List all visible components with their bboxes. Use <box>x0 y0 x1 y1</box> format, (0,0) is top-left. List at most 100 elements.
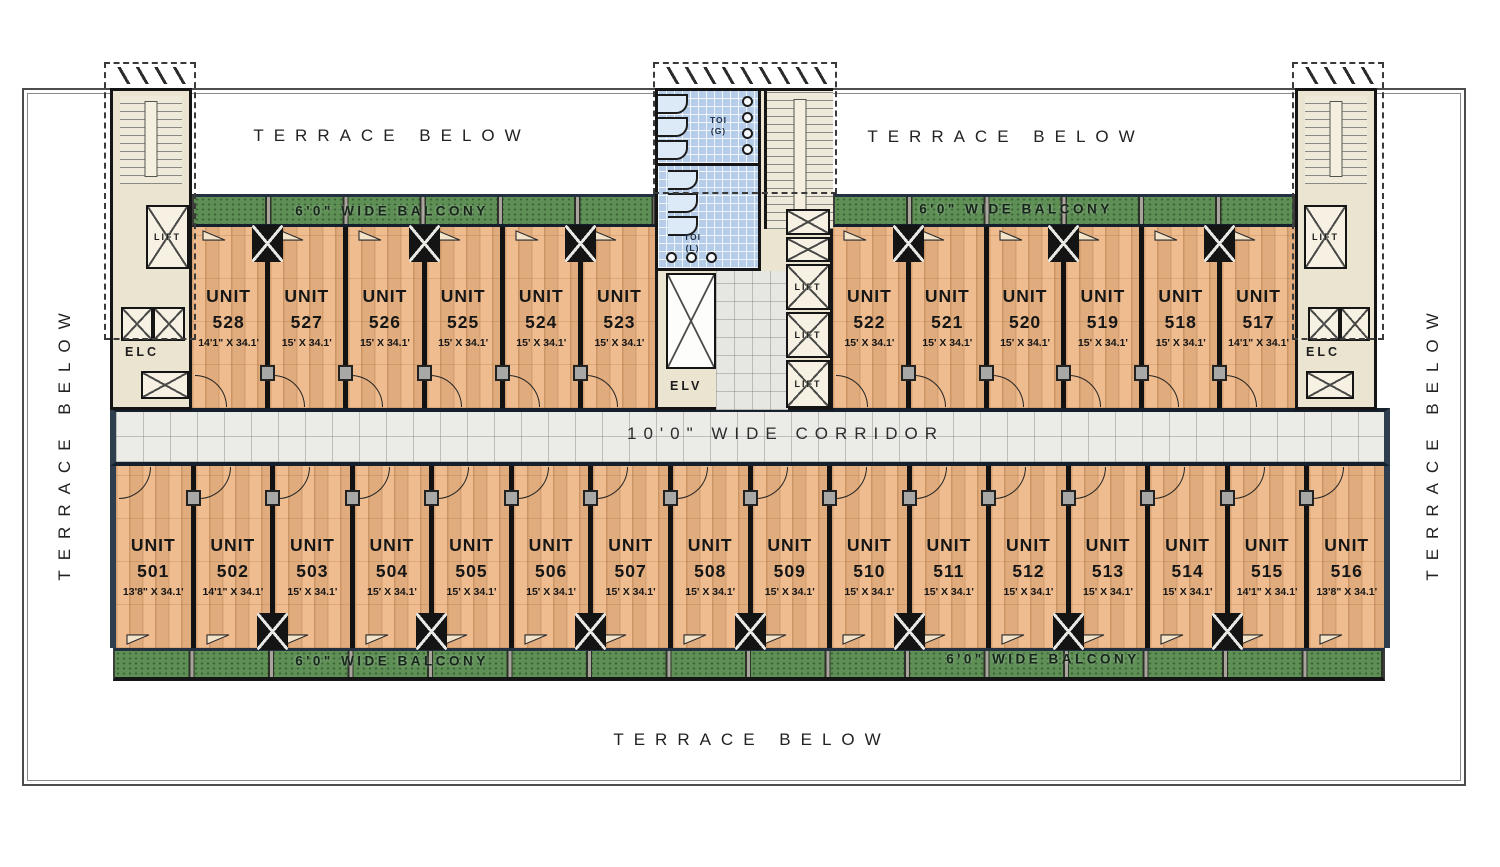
unit-label-block: UNIT 513 15' X 34.1' <box>1071 532 1146 600</box>
door-arc-icon <box>755 467 788 499</box>
unit-number: 518 <box>1164 312 1197 332</box>
unit-size: 15' X 34.1' <box>1162 586 1213 598</box>
duct-shaft-icon <box>1052 613 1084 650</box>
unit-cell: UNIT 528 14'1" X 34.1' <box>192 225 284 408</box>
unit-label: UNIT <box>1002 286 1048 306</box>
unit-number: 505 <box>455 561 488 581</box>
unit-label: UNIT <box>449 535 494 555</box>
unit-label-block: UNIT 515 14'1" X 34.1' <box>1230 532 1305 600</box>
unit-label-block: UNIT 521 15' X 34.1' <box>911 283 984 351</box>
wall-stud-icon <box>900 365 916 381</box>
unit-label-block: UNIT 501 13'8" X 34.1' <box>116 532 191 600</box>
washbasin-icon <box>686 252 697 263</box>
unit-label-block: UNIT 505 15' X 34.1' <box>434 532 509 600</box>
wall-stud-icon <box>416 365 432 381</box>
toilet-gents-label: TOI (G) <box>710 115 728 136</box>
unit-label-block: UNIT 507 15' X 34.1' <box>593 532 668 600</box>
unit-label: UNIT <box>1085 535 1131 555</box>
wall-stud-icon <box>901 490 917 506</box>
unit-number: 501 <box>137 561 170 581</box>
balcony-door-icon <box>1081 634 1104 645</box>
unit-size: 15' X 34.1' <box>1003 586 1054 598</box>
unit-cell: UNIT 524 15' X 34.1' <box>504 225 596 408</box>
unit-number: 503 <box>296 561 329 581</box>
unit-cell: UNIT 526 15' X 34.1' <box>348 225 440 408</box>
unit-cell: UNIT 506 15' X 34.1' <box>513 466 607 650</box>
wall-stud-icon <box>742 490 758 506</box>
elc-shaft-icon <box>121 307 153 341</box>
unit-label: UNIT <box>767 535 813 555</box>
unit-label: UNIT <box>289 535 335 555</box>
door-arc-icon <box>429 375 462 407</box>
stair-divider <box>144 101 158 177</box>
duct-shaft-icon <box>892 225 924 262</box>
unit-size: 15' X 34.1' <box>281 337 332 349</box>
balcony-door-icon <box>1160 634 1184 645</box>
terrace-label-top-right: TERRACE BELOW <box>867 127 1145 146</box>
unit-label: UNIT <box>1165 535 1210 555</box>
elc-label-left: ELC <box>125 345 159 359</box>
unit-label: UNIT <box>362 286 408 306</box>
unit-number: 527 <box>290 312 323 332</box>
door-arc-icon <box>273 375 306 407</box>
duct-shaft-icon <box>408 225 440 262</box>
terrace-label-bottom: TERRACE BELOW <box>613 730 891 749</box>
toilet-gents: TOI (G) <box>658 91 761 166</box>
wall-stud-icon <box>260 365 276 381</box>
duct-shaft-icon <box>252 225 284 262</box>
unit-number: 523 <box>603 312 636 332</box>
toilet-stall-icon <box>658 94 688 114</box>
unit-cell: UNIT 507 15' X 34.1' <box>593 466 678 648</box>
staircase-right <box>1305 96 1367 184</box>
wall-stud-icon <box>1134 365 1150 381</box>
unit-number: 520 <box>1008 312 1042 332</box>
unit-number: 525 <box>447 312 480 332</box>
unit-size: 15' X 34.1' <box>844 337 895 349</box>
service-shaft-icon <box>141 371 189 399</box>
stair-divider <box>1329 101 1343 177</box>
toilet-ladies: TOI (L) <box>658 166 761 271</box>
terrace-label-right: TERRACE BELOW <box>1423 303 1442 581</box>
toilet-stall-icon <box>668 193 698 213</box>
balcony-door-icon <box>762 634 786 645</box>
wall-stud-icon <box>1140 490 1156 506</box>
balcony-door-icon <box>280 230 304 241</box>
balcony-bottom <box>113 648 1385 681</box>
door-arc-icon <box>198 467 231 499</box>
lift-shaft-center-1: LIFT <box>786 264 830 310</box>
washbasin-icon <box>666 252 677 263</box>
balcony-door-icon <box>126 634 150 645</box>
unit-number: 511 <box>933 561 965 581</box>
washbasin-icon <box>706 252 717 263</box>
duct-shaft-icon <box>416 613 448 650</box>
unit-cell: UNIT 501 13'8" X 34.1' <box>116 466 201 648</box>
balcony-door-icon <box>206 634 229 645</box>
balcony-door-icon <box>603 634 627 645</box>
unit-number: 508 <box>694 561 727 581</box>
lift-shaft-right: LIFT <box>1304 205 1347 269</box>
unit-size: 15' X 34.1' <box>516 337 567 349</box>
door-arc-icon <box>278 467 311 499</box>
unit-size: 14'1" X 34.1' <box>198 337 259 349</box>
unit-label-block: UNIT 502 14'1" X 34.1' <box>196 532 271 600</box>
unit-label-block: UNIT 510 15' X 34.1' <box>832 532 907 600</box>
unit-label: UNIT <box>608 535 654 555</box>
washbasin-icon <box>742 112 753 123</box>
washbasin-icon <box>742 96 753 107</box>
unit-number: 515 <box>1251 561 1284 581</box>
elc-shaft-icon <box>1308 307 1340 341</box>
unit-size: 15' X 34.1' <box>764 586 815 598</box>
unit-label-block: UNIT 522 15' X 34.1' <box>833 283 906 351</box>
unit-number: 526 <box>368 312 402 332</box>
unit-label-block: UNIT 527 15' X 34.1' <box>270 283 343 351</box>
unit-cell: UNIT 508 15' X 34.1' <box>672 466 766 650</box>
unit-number: 509 <box>773 561 806 581</box>
door-arc-icon <box>913 375 946 407</box>
balcony-label-top-left: 6'0" WIDE BALCONY <box>295 203 489 219</box>
toilet-stall-icon <box>668 216 698 236</box>
unit-label: UNIT <box>518 286 564 306</box>
unit-number: 528 <box>212 312 245 332</box>
door-arc-icon <box>836 375 868 407</box>
unit-cell: UNIT 512 15' X 34.1' <box>991 466 1084 650</box>
dashed-outline-right <box>1292 62 1384 340</box>
